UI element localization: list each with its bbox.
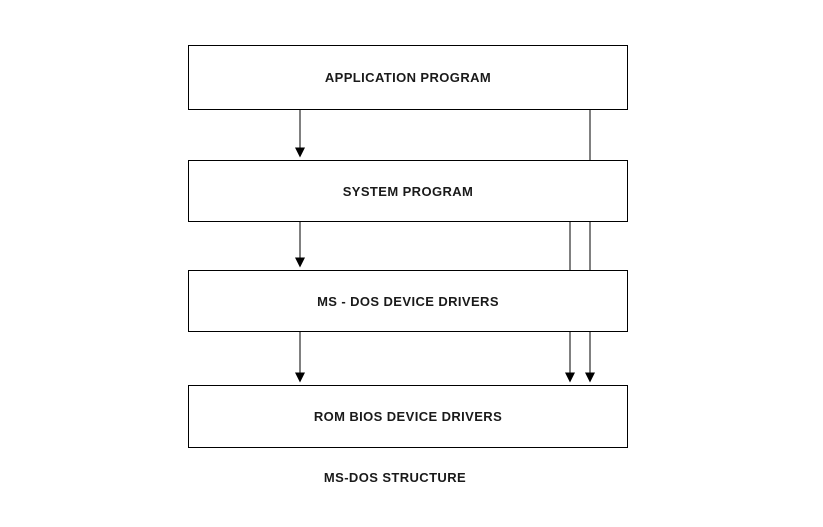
box-application-program: APPLICATION PROGRAM	[188, 45, 628, 110]
box-application-program-label: APPLICATION PROGRAM	[324, 70, 492, 85]
box-system-program-label: SYSTEM PROGRAM	[342, 183, 474, 199]
diagram-caption: MS-DOS STRUCTURE	[323, 470, 467, 485]
box-rom-bios-device-drivers-label: ROM BIOS DEVICE DRIVERS	[313, 409, 503, 424]
box-msdos-device-drivers-label: MS - DOS DEVICE DRIVERS	[317, 293, 499, 309]
box-msdos-device-drivers: MS - DOS DEVICE DRIVERS	[188, 270, 628, 332]
box-rom-bios-device-drivers: ROM BIOS DEVICE DRIVERS	[188, 385, 628, 448]
box-system-program: SYSTEM PROGRAM	[188, 160, 628, 222]
